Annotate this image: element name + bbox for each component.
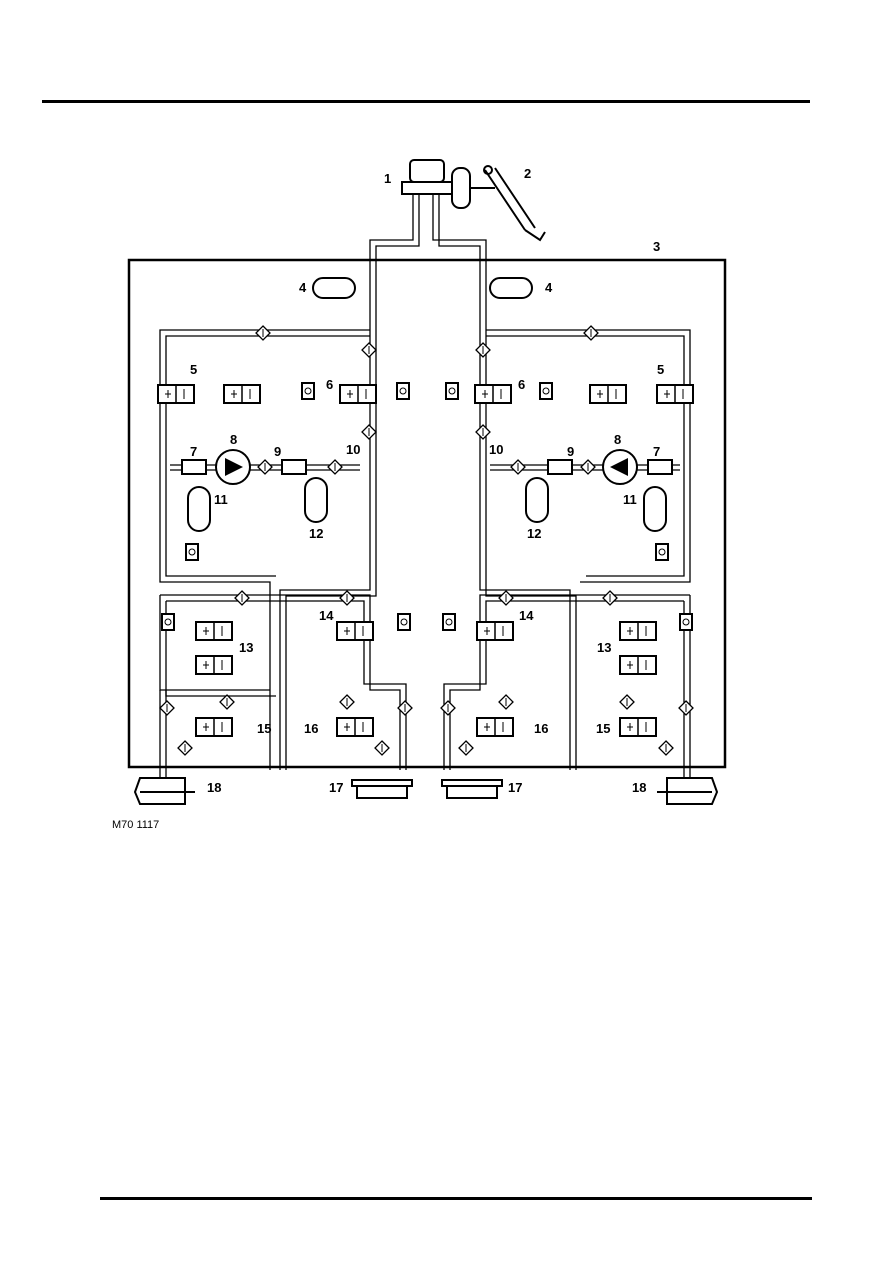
master-cylinder [401,159,495,209]
callout-11-right: 11 [623,492,637,507]
callout-13-left: 13 [239,640,253,655]
callout-11-left: 11 [214,492,228,507]
pump-left [215,449,251,485]
callout-13-right: 13 [597,640,611,655]
inline-check-valves [181,459,673,475]
callout-2: 2 [524,166,531,181]
callout-7-left: 7 [190,444,197,459]
footer-rule [100,1197,812,1200]
callout-3: 3 [653,239,660,254]
valve-blocks [157,384,694,737]
callout-8-right: 8 [614,432,621,447]
callout-9-left: 9 [274,444,281,459]
callout-9-right: 9 [567,444,574,459]
callout-12-left: 12 [309,526,323,541]
callout-18-left: 18 [207,780,221,795]
callout-16-right: 16 [534,721,548,736]
callout-7-right: 7 [653,444,660,459]
front-brake-left [133,777,195,805]
supply-lines [159,194,691,780]
pump-right [602,449,638,485]
callout-15-left: 15 [257,721,271,736]
callout-10-right: 10 [489,442,503,457]
callout-17-left: 17 [329,780,343,795]
figure-id: M70 1117 [112,819,159,831]
callout-14-right: 14 [519,608,534,623]
callout-14-left: 14 [319,608,334,623]
accumulators [187,477,667,532]
brake-pedal [483,165,546,242]
header-rule [42,100,810,103]
damper-left [312,277,356,299]
callout-6-left: 6 [326,377,333,392]
callout-17-right: 17 [508,780,522,795]
rear-brake-right [441,779,503,799]
damper-right [489,277,533,299]
callout-4-right: 4 [545,280,553,295]
front-brake-right [657,777,719,805]
callout-1: 1 [384,171,391,186]
callout-16-left: 16 [304,721,318,736]
callout-4-left: 4 [299,280,307,295]
callout-5-right: 5 [657,362,664,377]
callout-6-right: 6 [518,377,525,392]
callout-15-right: 15 [596,721,610,736]
callout-8-left: 8 [230,432,237,447]
callout-12-right: 12 [527,526,541,541]
callout-5-left: 5 [190,362,197,377]
rear-brake-left [351,779,413,799]
modulator-unit-outline [127,258,727,769]
callout-18-right: 18 [632,780,646,795]
callout-10-left: 10 [346,442,360,457]
